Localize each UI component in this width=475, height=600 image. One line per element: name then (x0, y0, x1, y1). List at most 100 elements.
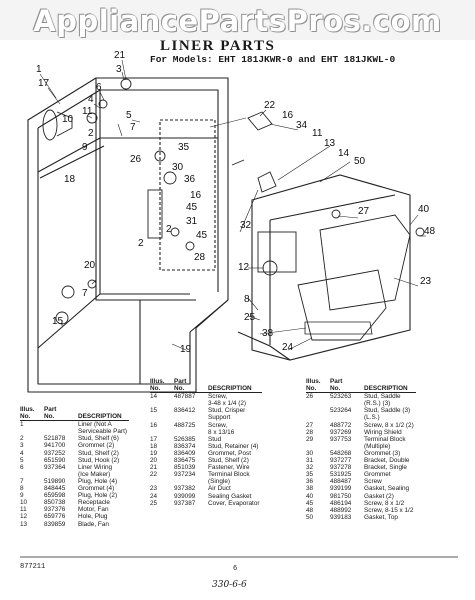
part-number: 937234 (174, 471, 196, 479)
part-number: 488992 (330, 506, 352, 514)
part-description: Gasket (2) (364, 492, 394, 500)
part-description: Liner Wiring (Ice Maker) (78, 463, 113, 478)
illus-number: 36 (306, 478, 314, 486)
part-description: Bracket, Double (364, 457, 410, 465)
illus-number: 4 (20, 449, 24, 457)
illus-number: 22 (150, 471, 158, 479)
table-row: 6 937364 Liner Wiring (Ice Maker) (20, 464, 129, 478)
callout-number: 18 (64, 174, 76, 185)
col-illus: Illus. No. (306, 378, 330, 394)
part-number: 487887 (174, 393, 196, 401)
callout-number: 26 (130, 154, 142, 165)
callout-number: 2 (138, 238, 144, 249)
callout-number: 16 (282, 110, 294, 121)
callout-number: 45 (186, 202, 198, 213)
footer-code: 877211 (20, 563, 46, 571)
callout-number: 13 (324, 138, 336, 149)
part-number: 937382 (174, 485, 196, 493)
callout-number: 8 (244, 294, 250, 305)
illus-number: 28 (306, 428, 314, 436)
part-number: 937269 (330, 428, 352, 436)
illus-number: 29 (306, 435, 314, 443)
illus-number: 32 (306, 464, 314, 472)
callout-number: 23 (420, 276, 432, 287)
callout-number: 31 (186, 216, 198, 227)
part-number: 651590 (44, 456, 66, 464)
part-number: 836475 (174, 457, 196, 465)
part-number: 937277 (330, 457, 352, 465)
illus-number: 10 (20, 499, 28, 507)
part-number: 519890 (44, 477, 66, 485)
illus-number: 18 (150, 442, 158, 450)
callout-number: 15 (52, 316, 64, 327)
table-row: 4 937252 Stud, Shelf (2) (20, 450, 129, 457)
part-description: Cover, Evaporator (208, 499, 260, 507)
callout-number: 24 (282, 342, 294, 353)
part-description: Blade, Fan (78, 520, 109, 528)
part-number: 937376 (44, 506, 66, 514)
callout-number: 7 (82, 288, 88, 299)
part-number (44, 421, 78, 436)
part-description: Screw, 8 x 1/2 (2) (364, 421, 414, 429)
part-description: Grommet (2) (78, 442, 115, 450)
model-line: For Models: EHT 181JKWR-0 and EHT 181JKW… (150, 54, 396, 65)
callout-number: 25 (244, 312, 256, 323)
part-description: Liner (Not A Serviceable Part) (78, 421, 128, 436)
page-number: 6 (233, 565, 238, 573)
part-description: Stud, Shelf (2) (78, 449, 119, 457)
leader-lines (39, 59, 426, 351)
callout-number: 4 (88, 94, 94, 105)
part-number: 939199 (330, 485, 352, 493)
col-desc: DESCRIPTION (78, 406, 130, 422)
callout-number: 2 (88, 128, 94, 139)
callout-number: 30 (172, 162, 184, 173)
part-description: Stud, Shelf (6) (78, 435, 119, 443)
col-illus: Illus. No. (20, 406, 44, 422)
col-part: Part No. (330, 378, 364, 394)
illus-number: 13 (20, 520, 28, 528)
part-number: 939099 (174, 492, 196, 500)
part-number: 836409 (174, 449, 196, 457)
diagram-title: LINER PARTS (160, 38, 276, 54)
part-description: Screw, 8 x 1/2 (364, 499, 405, 507)
part-description: Screw, 3-48 x 1/4 (2) (208, 393, 247, 408)
part-description: Gasket, Top (364, 513, 398, 521)
part-description: Screw (364, 478, 382, 486)
part-number: 937364 (44, 463, 66, 471)
part-number: 659776 (44, 513, 66, 521)
illus-number (306, 407, 330, 421)
part-number: 939183 (330, 513, 352, 521)
watermark: AppliancePartsPros.com (33, 4, 442, 38)
part-number: 488772 (330, 421, 352, 429)
col-desc: DESCRIPTION (208, 378, 262, 394)
illus-number: 25 (150, 499, 158, 507)
part-description: Sealing Gasket (208, 492, 252, 500)
illus-number: 19 (150, 449, 158, 457)
part-number: 523263 (330, 393, 352, 401)
part-description: Air Duct (208, 485, 231, 493)
part-description: Bracket, Single (364, 464, 407, 472)
callout-number: 14 (338, 148, 350, 159)
illus-number: 6 (20, 463, 24, 471)
part-number: 937252 (44, 449, 66, 457)
part-number: 526385 (174, 435, 196, 443)
illus-number: 40 (306, 492, 314, 500)
part-description: Stud, Hook (2) (78, 456, 120, 464)
part-description: Stud, Crisper Support (208, 407, 246, 422)
